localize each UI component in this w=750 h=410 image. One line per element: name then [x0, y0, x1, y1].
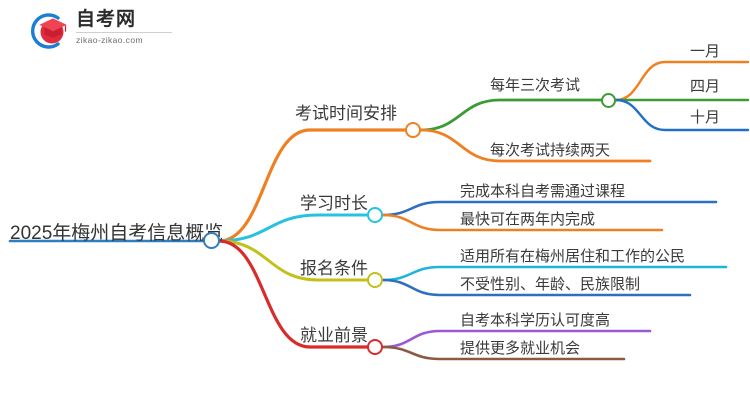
leaf-label: 最快可在两年内完成: [460, 211, 596, 228]
leaf-label: 自考本科学历认可度高: [460, 312, 611, 329]
leaf-node-month-january[interactable]: 一月: [690, 44, 720, 59]
graduation-cap-icon: [30, 13, 67, 49]
root-label: 2025年梅州自考信息概览: [10, 223, 224, 244]
leaf-node-more-job-opportunities[interactable]: 提供更多就业机会: [460, 341, 580, 356]
leaf-node-month-october[interactable]: 十月: [690, 110, 720, 125]
leaf-label: 十月: [690, 109, 721, 126]
leaf-label: 不受性别、年龄、民族限制: [460, 276, 641, 293]
leaf-node-month-april[interactable]: 四月: [690, 79, 720, 94]
leaf-label: 四月: [690, 78, 721, 95]
branch-dot-exam-schedule[interactable]: [405, 122, 421, 138]
branch-dot-registration-requirements[interactable]: [367, 272, 383, 288]
leaf-label: 适用所有在梅州居住和工作的公民: [460, 248, 686, 265]
branch-node-employment-prospects[interactable]: 就业前景: [300, 327, 368, 344]
leaf-node-residents-and-workers[interactable]: 适用所有在梅州居住和工作的公民: [460, 249, 685, 264]
leaf-label: 一月: [690, 43, 721, 60]
leaf-node-three-exams-per-year[interactable]: 每年三次考试: [490, 78, 580, 93]
leaf-label: 每次考试持续两天: [490, 142, 611, 159]
branch-dot-employment-prospects[interactable]: [367, 339, 383, 355]
logo-divider: [76, 32, 172, 33]
logo-text: 自考网 zikao-zikao.com: [76, 9, 176, 51]
branch-node-study-duration[interactable]: 学习时长: [300, 195, 368, 212]
mindmap-root-node[interactable]: 2025年梅州自考信息概览: [10, 224, 223, 243]
branch-label: 学习时长: [300, 194, 368, 213]
branch-node-registration-requirements[interactable]: 报名条件: [300, 260, 368, 277]
logo-subtitle: zikao-zikao.com: [76, 35, 143, 45]
branch-node-exam-schedule[interactable]: 考试时间安排: [295, 105, 397, 122]
branch-label: 考试时间安排: [295, 104, 397, 123]
leaf-node-degree-recognition[interactable]: 自考本科学历认可度高: [460, 313, 610, 328]
leaf-dot-three-exams-per-year[interactable]: [601, 93, 616, 108]
leaf-node-two-year-completion[interactable]: 最快可在两年内完成: [460, 212, 595, 227]
branch-label: 就业前景: [300, 326, 368, 345]
leaf-node-exam-lasts-two-days[interactable]: 每次考试持续两天: [490, 143, 610, 158]
leaf-label: 提供更多就业机会: [460, 340, 581, 357]
logo-title: 自考网: [76, 9, 137, 30]
site-logo[interactable]: 自考网 zikao-zikao.com: [28, 9, 178, 53]
leaf-label: 完成本科自考需通过课程: [460, 183, 626, 200]
leaf-node-required-courses[interactable]: 完成本科自考需通过课程: [460, 184, 625, 199]
branch-label: 报名条件: [300, 259, 368, 278]
branch-dot-study-duration[interactable]: [367, 207, 383, 223]
leaf-node-no-restrictions[interactable]: 不受性别、年龄、民族限制: [460, 277, 640, 292]
leaf-label: 每年三次考试: [490, 77, 581, 94]
root-node-dot[interactable]: [203, 232, 220, 249]
